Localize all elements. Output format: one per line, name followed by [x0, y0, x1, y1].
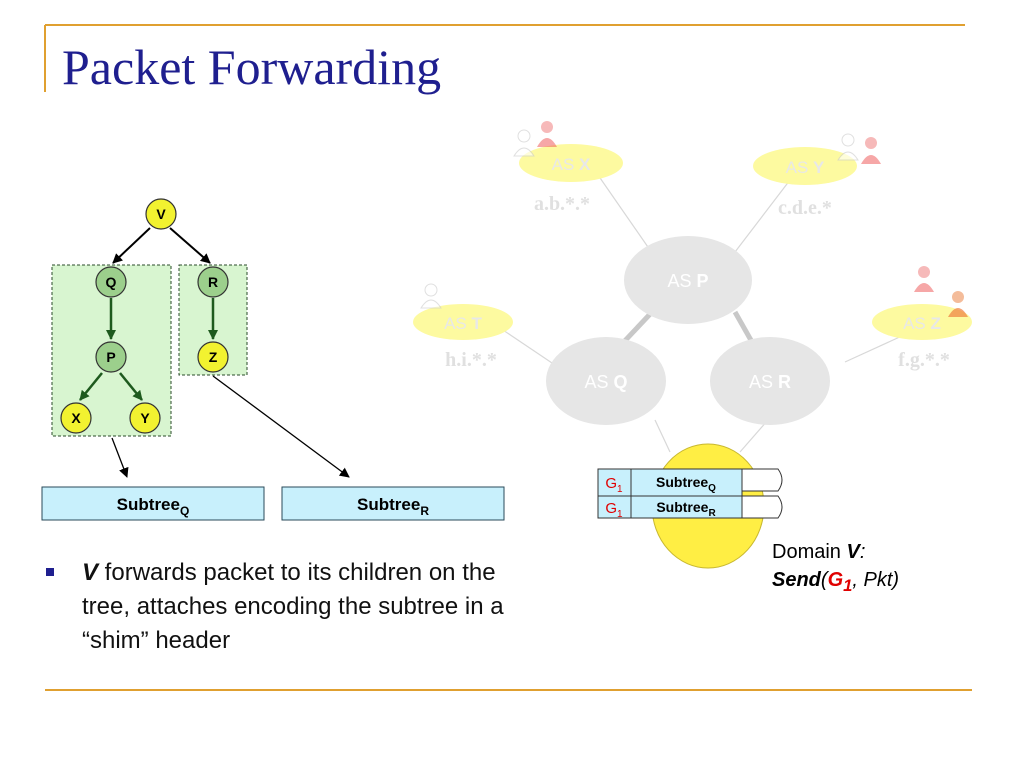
shim-row-group-sub: 1	[617, 484, 623, 495]
svg-text:AS R: AS R	[749, 372, 791, 392]
as-x-name: X	[579, 155, 591, 174]
domain-label-open: (	[820, 569, 828, 591]
as-z-name: Z	[931, 314, 941, 333]
person-icon	[948, 291, 968, 317]
svg-text:SubtreeR: SubtreeR	[656, 499, 716, 519]
tree-node-p: P	[95, 341, 127, 373]
as-p-cloud: AS P	[624, 236, 752, 324]
as-x-node: AS X a.b.*.*	[519, 144, 623, 215]
shim-header-table: G1 SubtreeQ G1 SubtreeR	[597, 468, 783, 520]
tree-node-z-label: Z	[209, 349, 218, 365]
as-q-prefix: AS	[584, 372, 608, 392]
subtree-r-label: Subtree	[357, 495, 420, 514]
as-y-prefix: AS	[786, 158, 809, 177]
as-p-prefix: AS	[667, 271, 691, 291]
shim-row-group: G	[605, 500, 617, 517]
shim-row: G1 SubtreeR	[597, 495, 743, 520]
person-outline-icon	[837, 133, 859, 161]
domain-label-pkt: , Pkt)	[852, 569, 900, 591]
svg-text:SubtreeQ: SubtreeQ	[117, 495, 190, 518]
shim-row-subtree: Subtree	[656, 499, 708, 515]
as-q-cloud: AS Q	[546, 337, 666, 425]
domain-label-group-sub: 1	[843, 576, 853, 595]
tree-node-q: Q	[95, 266, 127, 298]
domain-v-label: Domain V: Send(G1, Pkt)	[772, 538, 899, 600]
bullet-bold-v: V	[82, 559, 99, 586]
slide-title: Packet Forwarding	[62, 39, 442, 95]
as-x-prefix: AS	[552, 155, 575, 174]
as-z-prefix: AS	[903, 314, 926, 333]
as-r-name: R	[778, 372, 791, 392]
person-icon	[861, 137, 881, 164]
domain-label-send: Send	[772, 569, 821, 591]
tree-node-r-label: R	[208, 274, 218, 290]
as-r-cloud: AS R	[710, 337, 830, 425]
slide-frame	[44, 24, 972, 691]
domain-label-colon: :	[859, 541, 866, 563]
tree-node-v: V	[145, 198, 177, 230]
as-t-prefix-range: h.i.*.*	[445, 349, 497, 371]
subtree-q-subscript: Q	[180, 504, 189, 518]
svg-text:G1: G1	[605, 475, 623, 495]
tree-node-v-label: V	[156, 206, 166, 222]
shim-row-subtree-sub: Q	[708, 483, 716, 494]
subtree-r-subscript: R	[420, 504, 429, 518]
domain-label-prefix: Domain	[772, 541, 847, 563]
tree-node-x: X	[60, 402, 92, 434]
tree-node-y-label: Y	[140, 410, 150, 426]
domain-label-group: G	[827, 569, 844, 591]
svg-text:G1: G1	[605, 500, 623, 520]
as-z-prefix-range: f.g.*.*	[898, 349, 950, 371]
svg-text:AS Y: AS Y	[786, 158, 825, 177]
subtree-r-box: SubtreeR	[281, 486, 505, 521]
bullet-text: V forwards packet to its children on the…	[82, 556, 542, 658]
as-network: AS P AS Q AS R AS X a.b.*.* AS Y c.d.e.*	[413, 121, 972, 569]
domain-label-var: V	[846, 541, 860, 563]
svg-text:AS X: AS X	[552, 155, 591, 174]
multicast-tree: V Q P X Y R Z	[41, 198, 505, 521]
svg-text:AS T: AS T	[444, 314, 482, 333]
tree-node-r: R	[197, 266, 229, 298]
svg-text:SubtreeQ: SubtreeQ	[656, 474, 716, 494]
person-icon	[537, 121, 557, 147]
person-outline-icon	[513, 129, 535, 157]
bullet-rest: forwards packet to its children on the t…	[82, 559, 504, 654]
shim-row-subtree: Subtree	[656, 474, 708, 490]
as-p-name: P	[697, 271, 709, 291]
svg-text:AS Z: AS Z	[903, 314, 941, 333]
tree-node-p-label: P	[106, 349, 115, 365]
as-y-name: Y	[813, 158, 825, 177]
subtree-q-label: Subtree	[117, 495, 180, 514]
shim-row-group-sub: 1	[617, 509, 623, 520]
as-y-node: AS Y c.d.e.*	[753, 147, 857, 219]
shim-row-group: G	[605, 475, 617, 492]
tree-node-x-label: X	[71, 410, 81, 426]
as-t-prefix: AS	[444, 314, 467, 333]
bullet-marker	[46, 568, 54, 576]
tree-node-q-label: Q	[106, 274, 117, 290]
tree-node-z: Z	[197, 341, 229, 373]
shim-row: G1 SubtreeQ	[597, 468, 743, 497]
shim-row-subtree-sub: R	[708, 508, 716, 519]
as-t-node: AS T h.i.*.*	[413, 304, 513, 371]
as-y-prefix-range: c.d.e.*	[778, 197, 832, 219]
as-q-name: Q	[614, 372, 628, 392]
person-outline-icon	[420, 283, 442, 309]
svg-text:SubtreeR: SubtreeR	[357, 495, 429, 518]
subtree-q-box: SubtreeQ	[41, 486, 265, 521]
as-x-prefix-range: a.b.*.*	[534, 193, 590, 215]
as-r-prefix: AS	[749, 372, 773, 392]
as-t-name: T	[472, 314, 483, 333]
svg-text:AS Q: AS Q	[584, 372, 627, 392]
as-z-node: AS Z f.g.*.*	[872, 304, 972, 371]
svg-text:AS P: AS P	[667, 271, 708, 291]
tree-node-y: Y	[129, 402, 161, 434]
person-icon	[914, 266, 934, 292]
